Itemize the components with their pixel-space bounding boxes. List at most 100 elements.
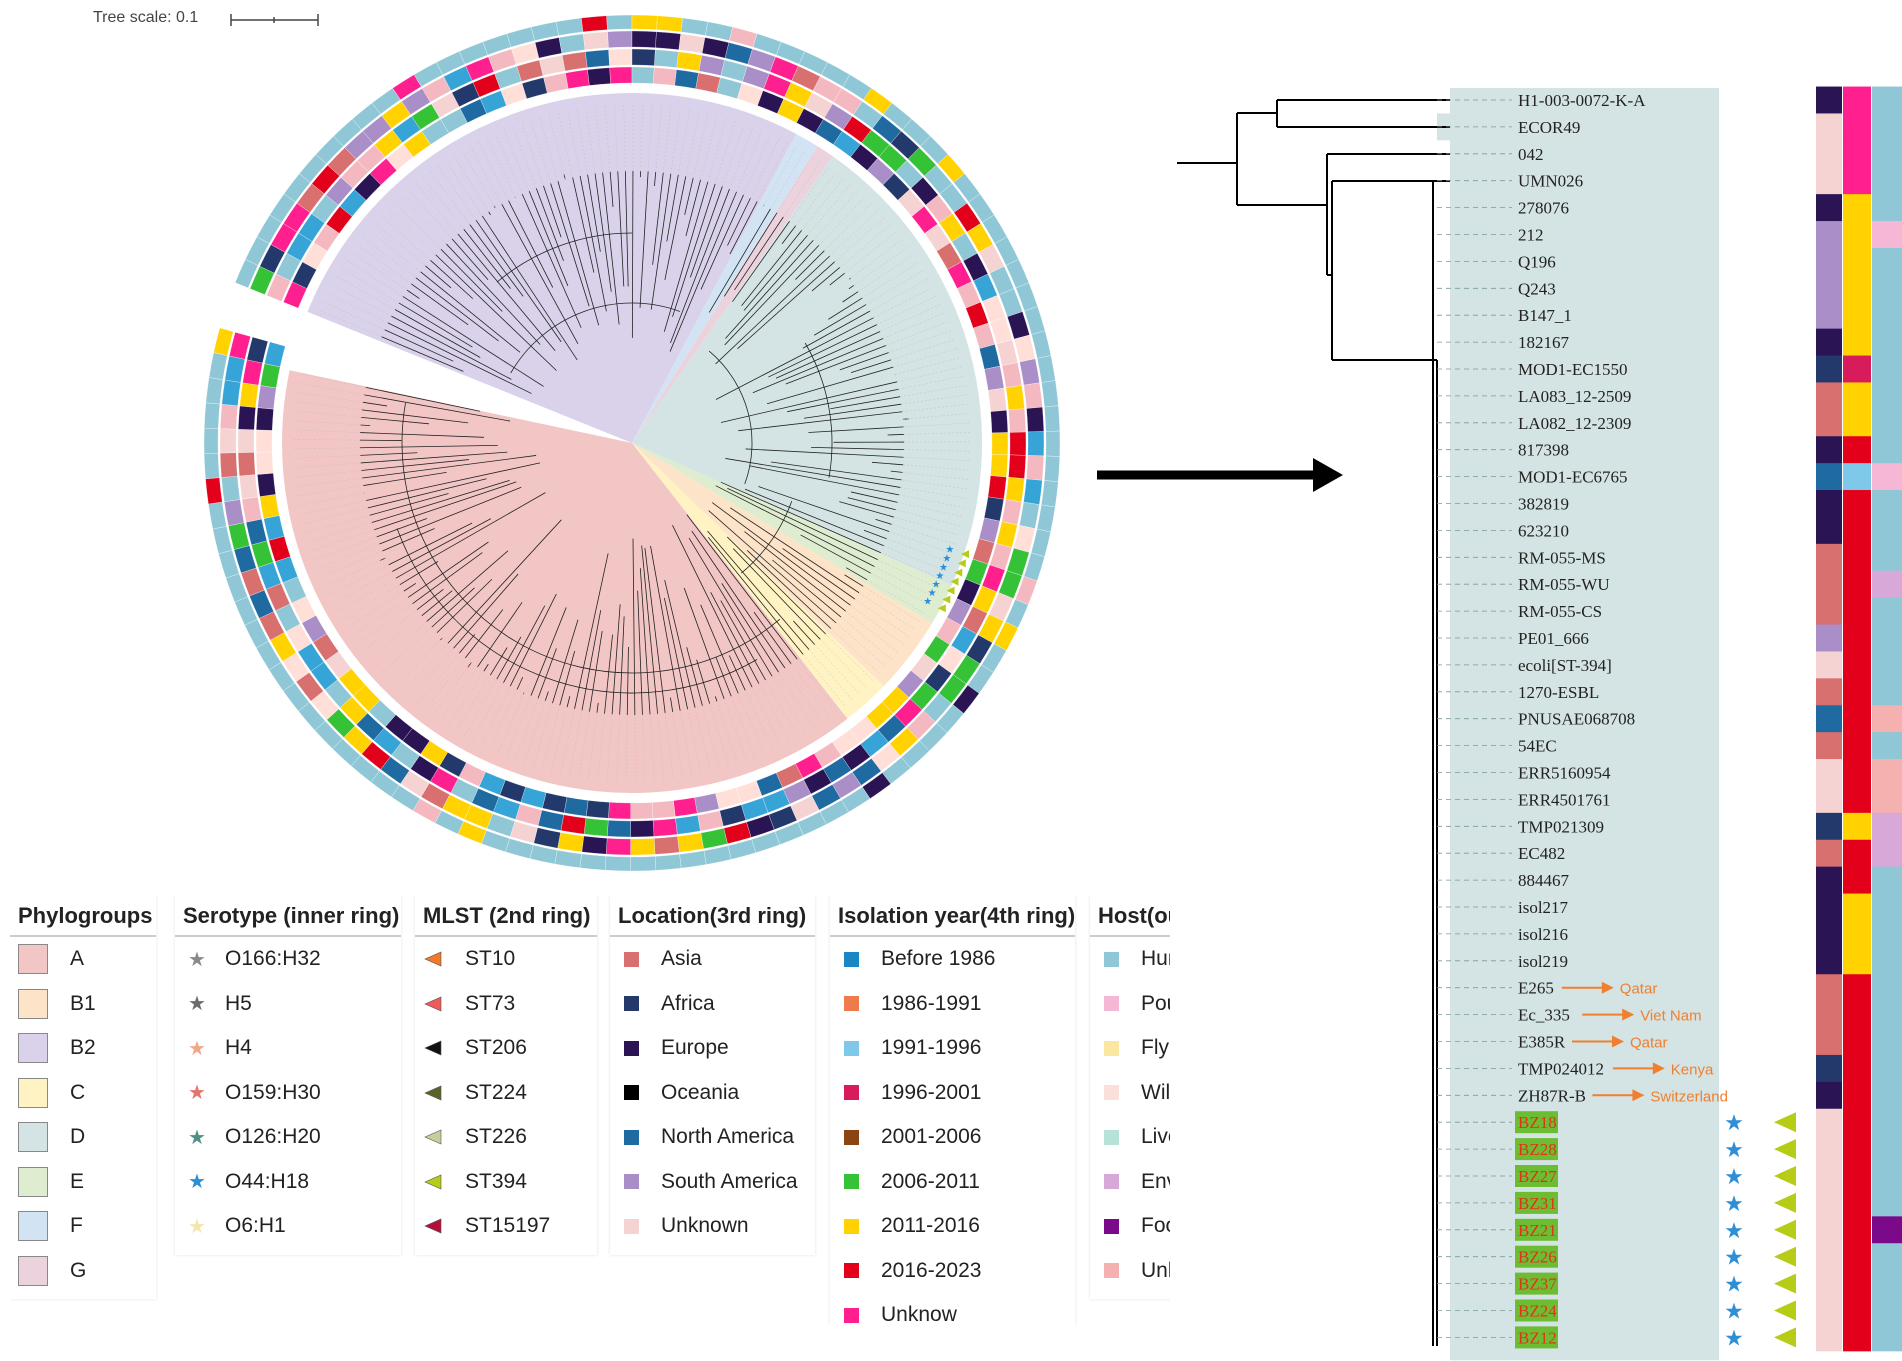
leaf-label: TMP021309 xyxy=(1518,817,1604,836)
leaf-label: RM-055-MS xyxy=(1518,548,1606,567)
legend-item: ★O126:H20 xyxy=(175,1115,401,1160)
legend-column: Serotype (inner ring)★O166:H32★H5★H4★O15… xyxy=(175,895,401,1255)
color-swatch xyxy=(624,951,639,967)
country-annotation: Viet Nam xyxy=(1640,1008,1701,1025)
leaf-label: MOD1-EC6765 xyxy=(1518,468,1628,487)
legend-item: ST224 xyxy=(415,1071,597,1116)
triangle-icon xyxy=(423,1128,451,1146)
leaf-label: E385R xyxy=(1518,1033,1566,1052)
color-swatch xyxy=(1104,1085,1119,1101)
leaf-label: BZ26 xyxy=(1518,1248,1557,1267)
legend-label: Wilc xyxy=(1141,1080,1170,1104)
tree-branches xyxy=(292,103,972,783)
legend-label: Fly xyxy=(1141,1036,1169,1060)
legend-item: Before 1986 xyxy=(830,937,1075,982)
legend-item: E xyxy=(10,1160,156,1205)
leaf-label: H1-003-0072-K-A xyxy=(1518,91,1646,110)
phylogroup-sector-e xyxy=(632,443,952,624)
legend-label: O126:H20 xyxy=(225,1125,321,1149)
color-swatch xyxy=(18,988,48,1019)
highlight-BZ24 xyxy=(1515,1299,1558,1322)
star-marker: ★ xyxy=(1724,1299,1744,1324)
phylogroup-sector-b1 xyxy=(632,443,933,687)
leaf-label: TMP024012 xyxy=(1518,1059,1604,1078)
color-swatch xyxy=(624,1218,639,1234)
leaf-label: 382819 xyxy=(1518,495,1569,514)
legend-column: Host(ouHurPouFlyWilcLiveEnvFooUnk xyxy=(1090,895,1170,1299)
leaf-label: 884467 xyxy=(1518,871,1570,890)
legend-label: North America xyxy=(661,1125,795,1149)
color-swatch xyxy=(18,1122,48,1153)
color-swatch xyxy=(1104,1263,1119,1279)
triangle-icon xyxy=(423,1039,451,1057)
triangle-marker xyxy=(1774,1166,1796,1186)
triangle-marker xyxy=(1774,1192,1796,1213)
leaf-label: 623210 xyxy=(1518,521,1569,540)
color-swatch xyxy=(1104,1040,1119,1056)
legend-label: O6:H1 xyxy=(225,1214,286,1238)
svg-text:★: ★ xyxy=(923,596,932,607)
legend-item: Fly xyxy=(1090,1026,1170,1071)
legend-label: Foo xyxy=(1141,1214,1170,1238)
star-marker: ★ xyxy=(1724,1218,1744,1243)
legend-item: ★H4 xyxy=(175,1026,401,1071)
legend-item: Unknow xyxy=(830,1293,1075,1325)
leaf-label: isol217 xyxy=(1518,898,1569,917)
legend-label: Env xyxy=(1141,1169,1170,1193)
leaf-label: RM-055-CS xyxy=(1518,602,1602,621)
legend-label: 2006-2011 xyxy=(881,1169,980,1193)
legend-item: Asia xyxy=(610,937,815,982)
legend-label: ST224 xyxy=(465,1080,527,1104)
legend-item: ST73 xyxy=(415,982,597,1027)
legend-label: Pou xyxy=(1141,991,1170,1015)
leaf-label: isol216 xyxy=(1518,925,1568,944)
annotation-ring-3 xyxy=(219,30,1045,856)
color-swatch xyxy=(844,1174,859,1190)
star-marker: ★ xyxy=(1724,1191,1744,1216)
legend-item: ST394 xyxy=(415,1160,597,1205)
svg-text:★: ★ xyxy=(942,554,951,565)
country-annotation: Switzerland xyxy=(1650,1088,1728,1105)
color-swatch xyxy=(844,996,859,1012)
star-icon: ★ xyxy=(188,1171,206,1194)
legend-title: Host(ou xyxy=(1090,895,1170,937)
metadata-column-1 xyxy=(1816,86,1842,1352)
leaf-label: Q196 xyxy=(1518,252,1556,271)
leaf-label: 212 xyxy=(1518,226,1544,245)
legend-label: ST10 xyxy=(465,947,516,971)
marker-column: ★★★★★★★ xyxy=(923,545,970,613)
legend-label: 2016-2023 xyxy=(881,1258,982,1282)
star-icon: ★ xyxy=(188,993,206,1016)
highlight-BZ18 xyxy=(1515,1111,1558,1134)
phylogroup-sector-d xyxy=(632,156,982,586)
legend-item: 2001-2006 xyxy=(830,1115,1075,1160)
triangle-icon xyxy=(423,1173,451,1191)
legend-item: Wilc xyxy=(1090,1071,1170,1116)
legend-label: Oceania xyxy=(661,1080,740,1104)
legend-label: O159:H30 xyxy=(225,1080,321,1104)
triangle-icon xyxy=(423,995,451,1013)
legend-item: Unk xyxy=(1090,1249,1170,1294)
highlight-BZ26 xyxy=(1515,1245,1558,1268)
legend-item: Africa xyxy=(610,982,815,1027)
star-marker: ★ xyxy=(1724,1325,1744,1350)
legend-title: Location(3rd ring) xyxy=(610,895,815,937)
legend-item: 1986-1991 xyxy=(830,982,1075,1027)
circular-phylogenetic-tree: ★★★★★★★ xyxy=(203,14,1061,872)
tree-scale-bar xyxy=(230,14,319,26)
legend-label: 1996-2001 xyxy=(881,1080,982,1104)
phylogroup-sector-g xyxy=(632,146,833,443)
legend-item: D xyxy=(10,1115,156,1160)
highlight-BZ28 xyxy=(1515,1138,1558,1161)
color-swatch xyxy=(844,1263,859,1279)
color-swatch xyxy=(624,1085,639,1101)
leaf-label: isol219 xyxy=(1518,952,1568,971)
legend-item: ★O166:H32 xyxy=(175,937,401,982)
legend-label: O166:H32 xyxy=(225,947,321,971)
phylogroup-sector-b2 xyxy=(307,93,797,444)
legend-label: 2001-2006 xyxy=(881,1125,982,1149)
color-swatch xyxy=(844,1129,859,1145)
legend-label: Asia xyxy=(661,947,702,971)
legend-item: ST206 xyxy=(415,1026,597,1071)
